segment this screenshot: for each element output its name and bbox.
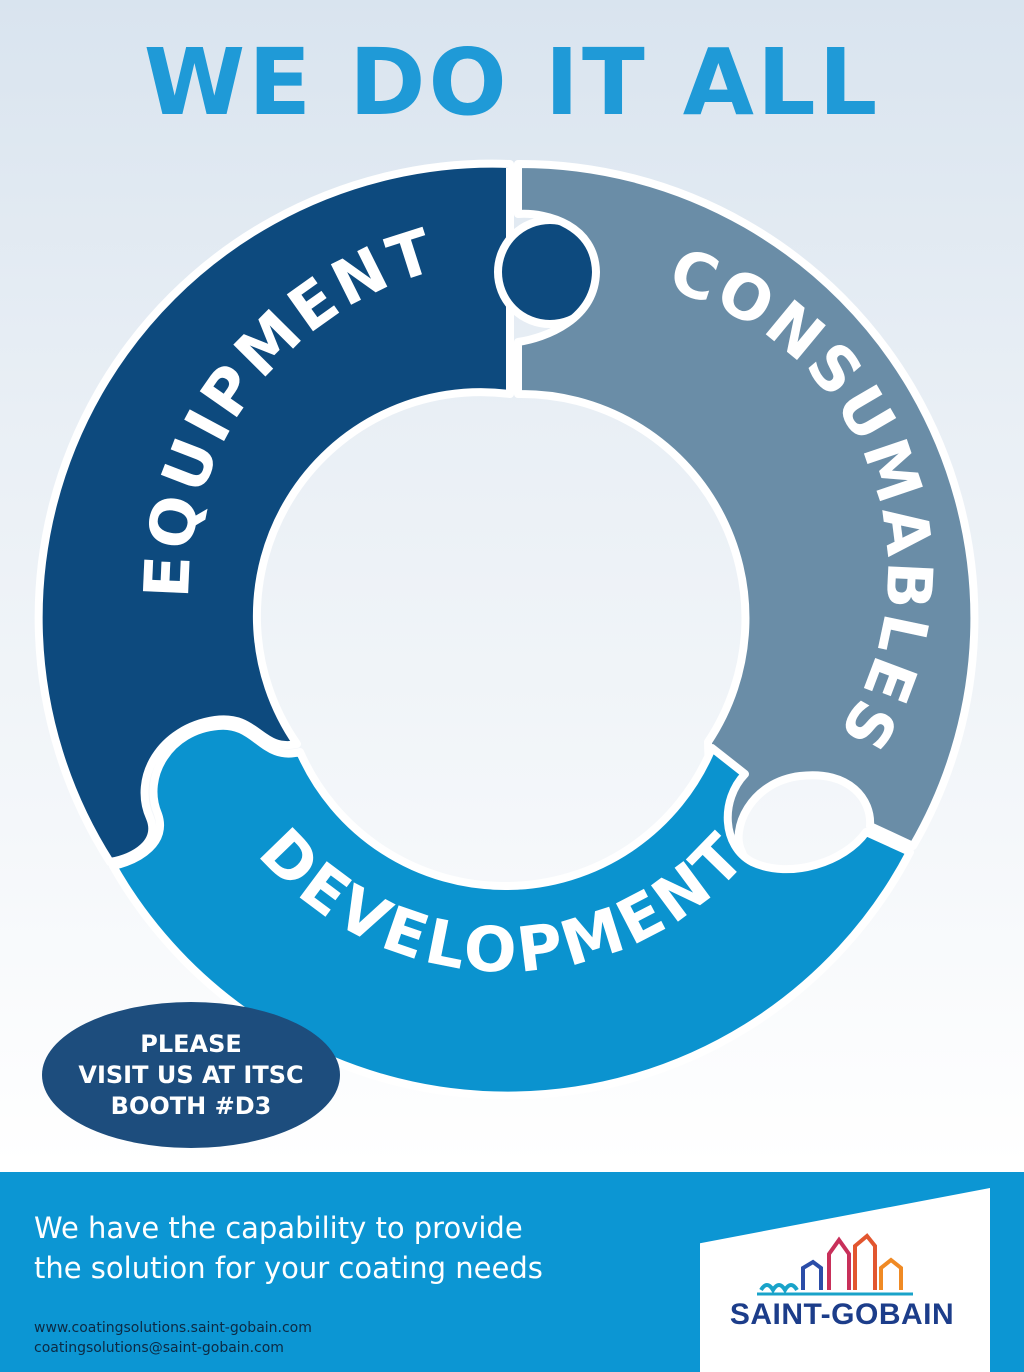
booth-badge: PLEASE VISIT US AT ITSC BOOTH #D3 — [42, 1002, 340, 1148]
website-link[interactable]: www.coatingsolutions.saint-gobain.com — [34, 1320, 312, 1336]
badge-line-1: PLEASE — [140, 1029, 242, 1058]
email-link[interactable]: coatingsolutions@saint-gobain.com — [34, 1340, 284, 1356]
development-segment — [109, 721, 914, 1100]
badge-line-2: VISIT US AT ITSC — [78, 1060, 304, 1089]
saint-gobain-logo-icon — [757, 1233, 913, 1296]
equipment-segment — [34, 159, 514, 866]
contact-info: www.coatingsolutions.saint-gobain.com co… — [34, 1318, 312, 1358]
headline: WE DO IT ALL — [143, 29, 881, 136]
logo-text: SAINT-GOBAIN — [729, 1298, 955, 1331]
badge-line-3: BOOTH #D3 — [110, 1091, 272, 1120]
tagline-line-2: the solution for your coating needs — [34, 1251, 543, 1285]
tagline: We have the capability to provide the so… — [34, 1208, 674, 1288]
tagline-line-1: We have the capability to provide — [34, 1211, 523, 1245]
